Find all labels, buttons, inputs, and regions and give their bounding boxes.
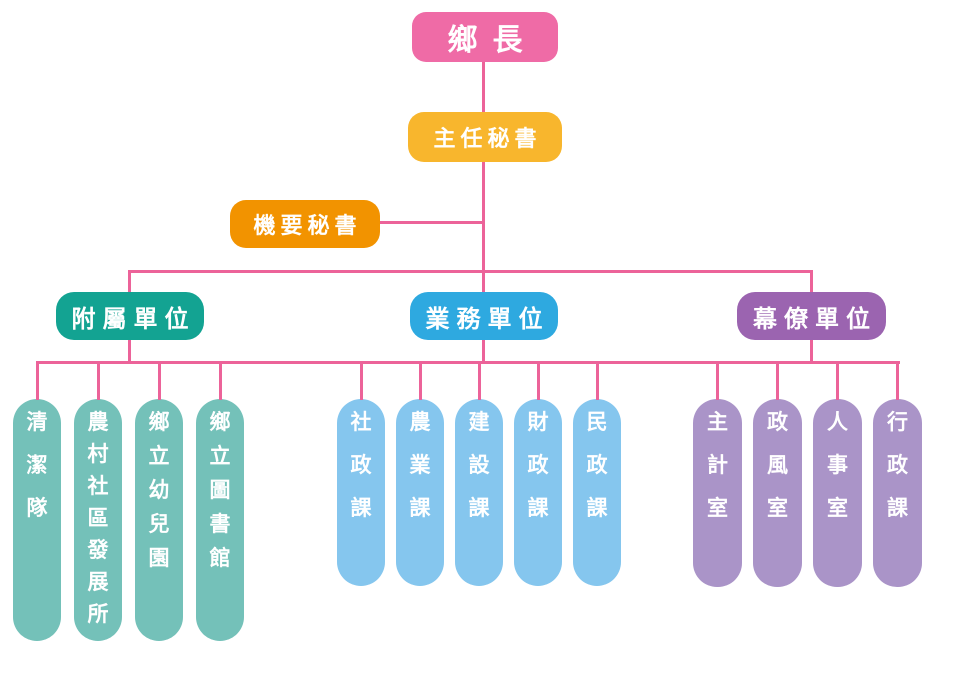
pill-char: 政: [586, 453, 608, 477]
org-pill: 建設課: [455, 361, 503, 586]
pill-char: 農: [409, 410, 431, 434]
pill-char: 展: [87, 570, 109, 594]
node-confidential-secretary: 機要秘書: [230, 200, 380, 248]
pill-char: 計: [707, 453, 728, 477]
branch-header-business: 業務單位: [410, 292, 558, 340]
branch-header-label: 幕僚單位: [753, 304, 877, 333]
org-pill: 農業課: [396, 361, 444, 586]
pill-char: 室: [767, 496, 788, 520]
branch-header-label: 業務單位: [425, 304, 550, 333]
pill-char: 事: [827, 453, 848, 477]
pill-char: 政: [887, 453, 908, 477]
pill-char: 政: [350, 453, 372, 477]
pill-char: 隊: [26, 496, 48, 520]
pill-char: 室: [827, 496, 848, 520]
pill-char: 社: [87, 474, 109, 498]
branch-group-staff: 主計室 政風室 人事室 行政課: [693, 361, 922, 587]
pill-char: 圖: [209, 478, 231, 502]
pill-char: 人: [827, 410, 848, 434]
pill-char: 兒: [148, 512, 170, 536]
pill-char: 主: [707, 410, 728, 434]
connector-confidential-secretary: [376, 221, 484, 224]
pill-char: 所: [87, 602, 109, 626]
node-label: 鄉長: [447, 23, 538, 58]
branch-group-business: 社政課 農業課 建設課 財政課 民政課: [337, 361, 621, 586]
pill-char: 建: [468, 410, 490, 434]
pill-char: 發: [87, 538, 109, 562]
org-pill: 鄉立幼兒園: [135, 361, 183, 641]
org-pill: 民政課: [573, 361, 621, 586]
connector-root-to-splitter: [482, 60, 485, 273]
pill-char: 民: [586, 410, 608, 434]
pill-char: 政: [767, 410, 788, 434]
org-pill: 社政課: [337, 361, 385, 586]
pill-char: 區: [87, 506, 109, 530]
org-pill: 政風室: [753, 361, 802, 587]
pill-char: 館: [209, 546, 231, 570]
pill-char: 村: [87, 442, 109, 466]
node-chief-secretary: 主任秘書: [408, 112, 562, 162]
pill-char: 課: [409, 496, 431, 520]
pill-char: 潔: [26, 453, 48, 477]
pill-char: 課: [887, 496, 908, 520]
connector-branch-splitter: [129, 270, 813, 273]
pill-char: 社: [350, 410, 372, 434]
pill-char: 清: [26, 410, 48, 434]
pill-char: 立: [209, 444, 231, 468]
node-label: 主任秘書: [433, 127, 542, 152]
connector-leaf-bus: [36, 361, 900, 364]
pill-char: 立: [148, 444, 170, 468]
org-pill: 農村社區發展所: [74, 361, 122, 641]
pill-char: 幼: [148, 478, 170, 502]
pill-char: 財: [527, 410, 549, 434]
pill-char: 農: [87, 410, 109, 434]
pill-char: 課: [468, 496, 490, 520]
pill-char: 課: [350, 496, 372, 520]
org-pill: 行政課: [873, 361, 922, 587]
branch-header-staff: 幕僚單位: [737, 292, 886, 340]
pill-char: 行: [887, 410, 908, 434]
pill-char: 課: [586, 496, 608, 520]
org-pill: 財政課: [514, 361, 562, 586]
pill-char: 業: [409, 453, 431, 477]
pill-char: 鄉: [209, 410, 231, 434]
org-pill: 鄉立圖書館: [196, 361, 244, 641]
pill-char: 課: [527, 496, 549, 520]
node-township-mayor: 鄉長: [412, 12, 558, 62]
node-label: 機要秘書: [253, 214, 362, 239]
org-pill: 人事室: [813, 361, 862, 587]
pill-char: 鄉: [148, 410, 170, 434]
pill-char: 設: [468, 453, 490, 477]
org-pill: 主計室: [693, 361, 742, 587]
pill-char: 風: [767, 453, 788, 477]
org-pill: 清潔隊: [13, 361, 61, 641]
pill-char: 園: [148, 546, 170, 570]
pill-char: 政: [527, 453, 549, 477]
branch-header-affiliated: 附屬單位: [56, 292, 204, 340]
pill-char: 書: [209, 512, 231, 536]
branch-group-affiliated: 清潔隊 農村社區發展所 鄉立幼兒園 鄉立圖書館: [13, 361, 244, 641]
branch-header-label: 附屬單位: [71, 304, 196, 333]
pill-char: 室: [707, 496, 728, 520]
